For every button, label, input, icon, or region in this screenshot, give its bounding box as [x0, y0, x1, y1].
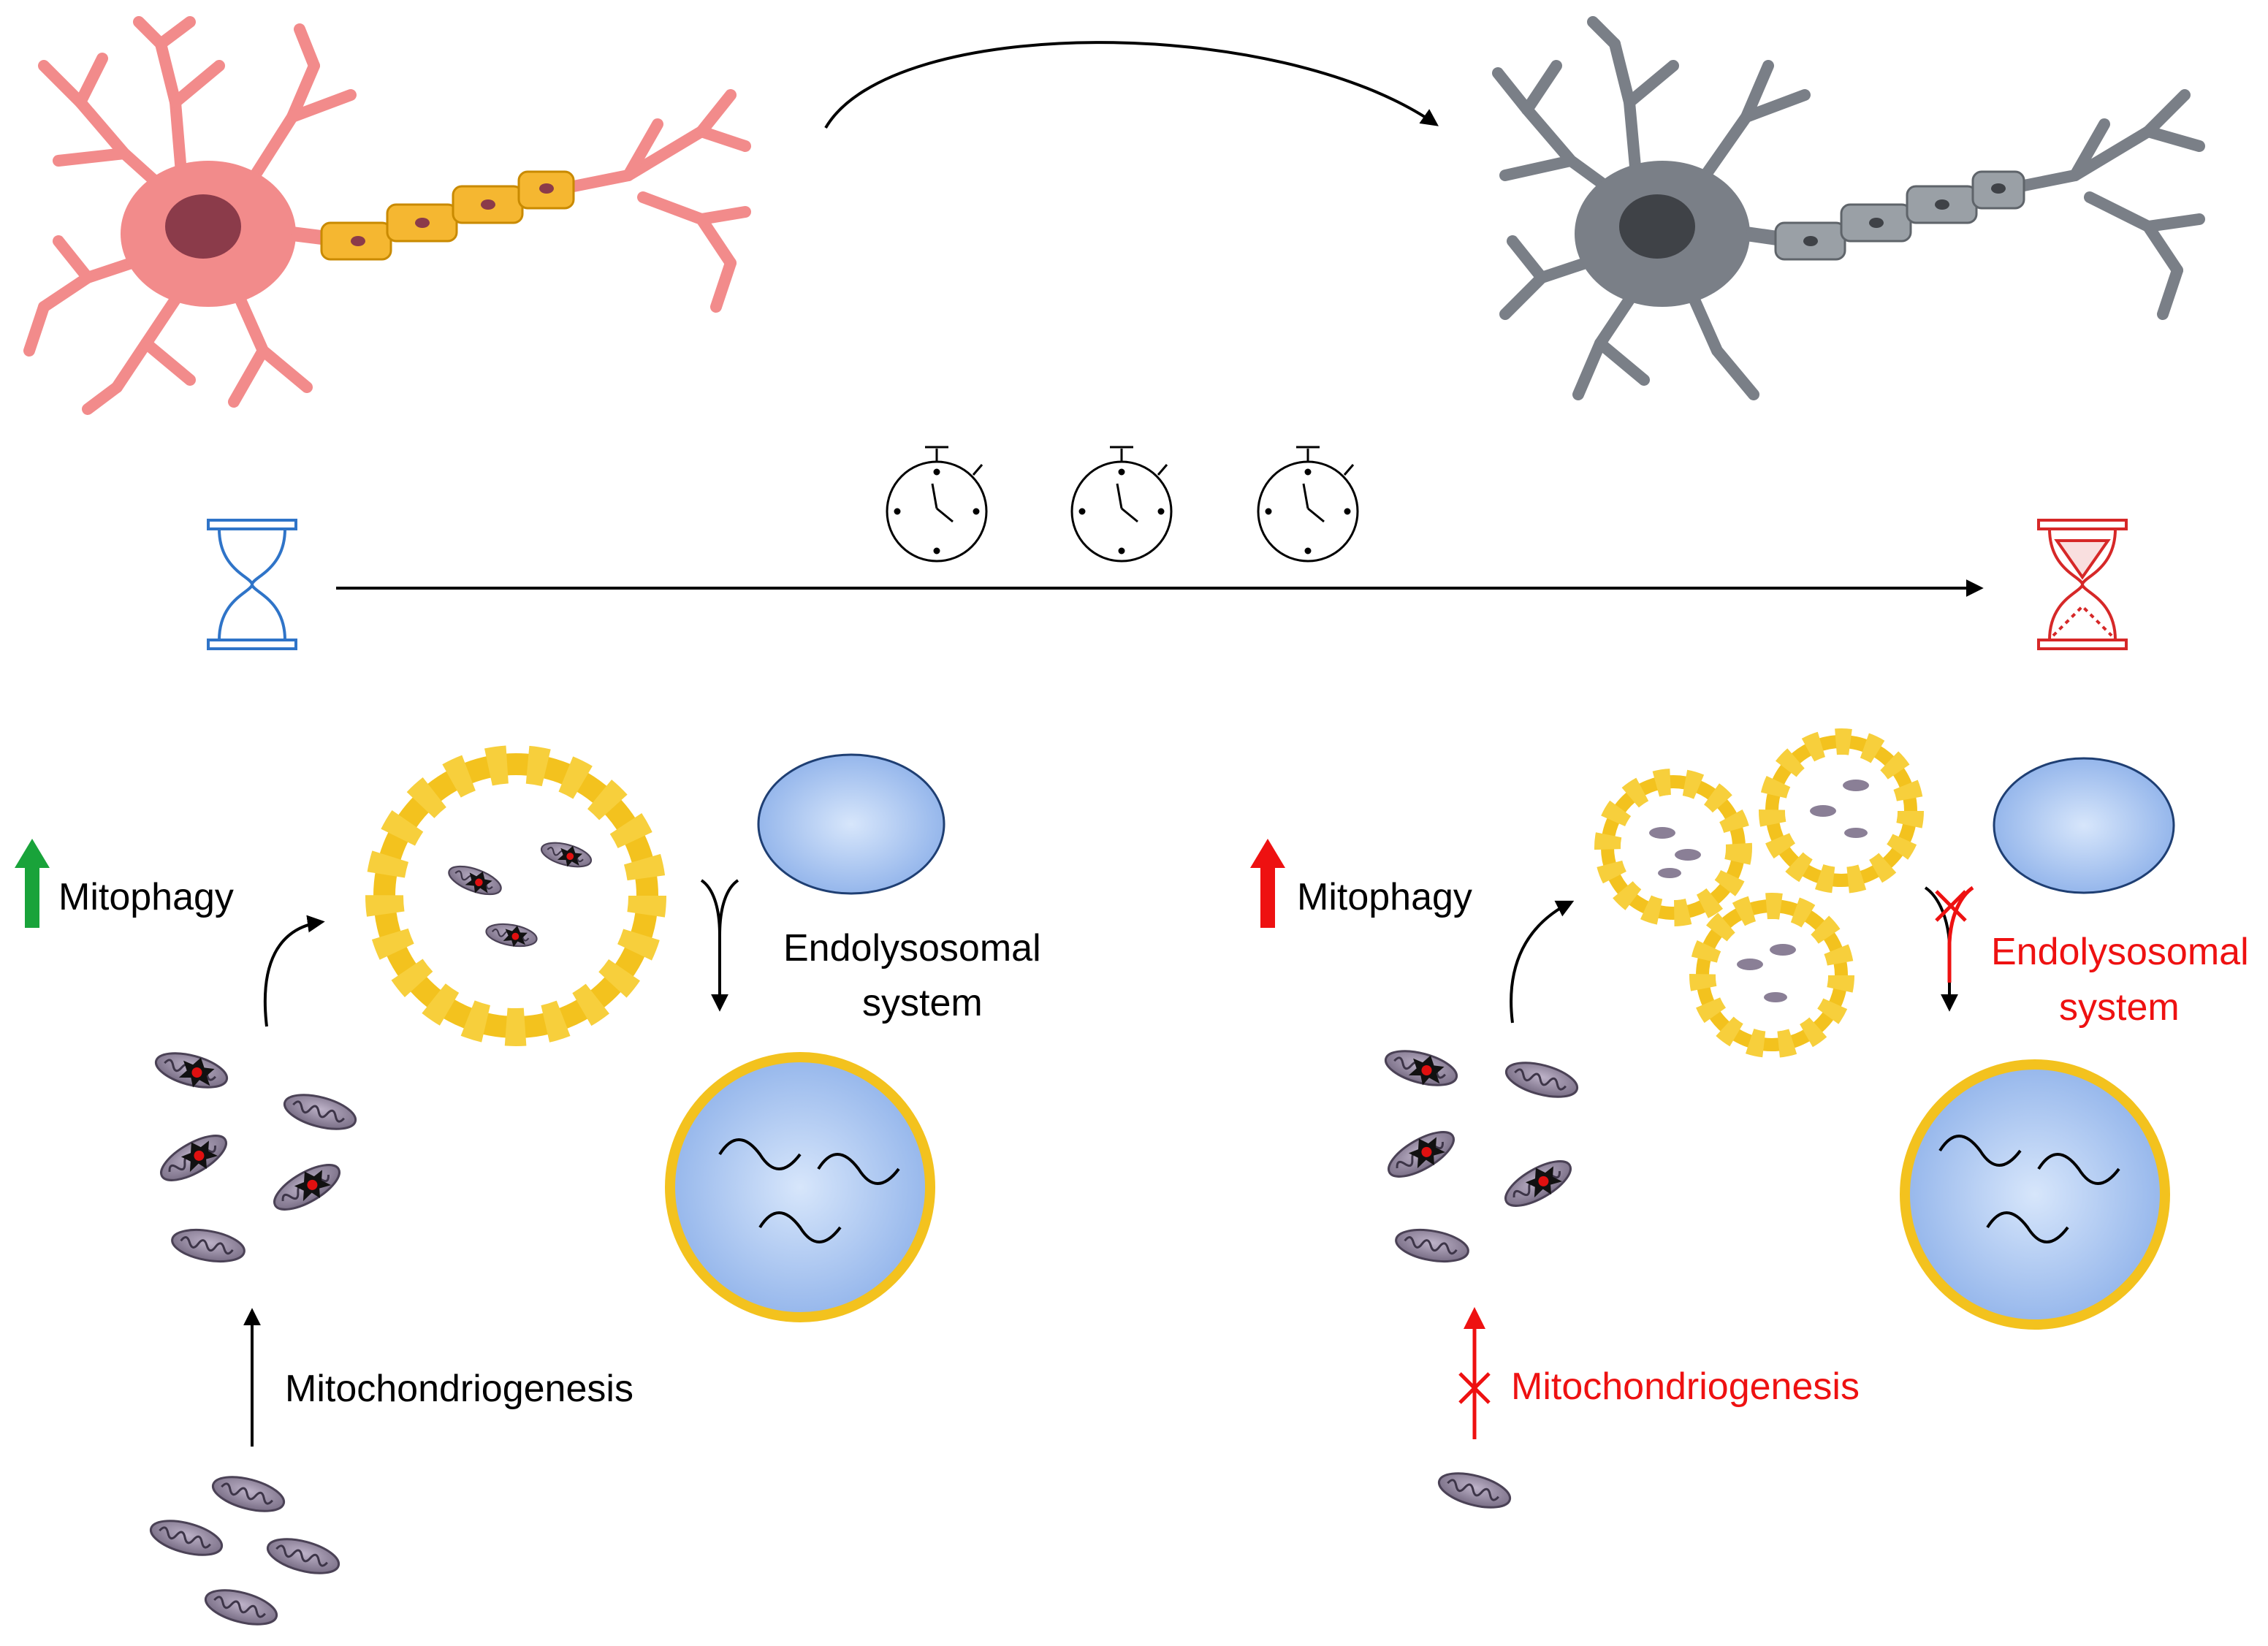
- mitophagy-flow-arrow: [263, 915, 325, 1027]
- aging-transition-arrow: [824, 41, 1439, 129]
- mitophagy-flow-arrow: [1510, 900, 1575, 1024]
- right-panel: Mitophagy: [1250, 728, 2249, 1515]
- damaged-mitochondrion-icon: [268, 1157, 347, 1219]
- lysosome-icon: [665, 1052, 935, 1322]
- stopwatch-icon: [1070, 446, 1173, 563]
- damaged-mitochondrion-icon: [1382, 1124, 1461, 1186]
- lysosome-icon: [1900, 1059, 2170, 1330]
- endolysosomal-label-line2: system: [862, 982, 983, 1024]
- mitochondriogenesis-label: Mitochondriogenesis: [285, 1368, 633, 1410]
- mitochondrion-icon: [146, 1513, 227, 1563]
- endolysosomal-arrow: [700, 879, 728, 1012]
- aged-hourglass-icon: [2037, 519, 2128, 650]
- mitochondriogenesis-label: Mitochondriogenesis: [1511, 1365, 1860, 1408]
- upregulated-arrow-icon: [15, 839, 50, 928]
- endosome-icon: [1993, 757, 2175, 894]
- young-hourglass-icon: [207, 519, 297, 650]
- blocked-x-icon: [1458, 1372, 1491, 1404]
- blocked-x-icon: [1935, 890, 1967, 922]
- young-neuron-icon: [23, 16, 751, 415]
- mitochondrion-icon: [168, 1224, 248, 1268]
- mitochondrion-icon: [201, 1582, 281, 1632]
- autophagosome-icon: [365, 745, 666, 1046]
- mitochondrion-icon: [1434, 1466, 1515, 1515]
- mitophagy-label: Mitophagy: [58, 876, 234, 918]
- mitochondrion-icon: [208, 1469, 289, 1519]
- mitochondrion-icon: [1502, 1055, 1582, 1105]
- left-panel: Mitophagy Endolysosomal system: [15, 745, 1041, 1632]
- mitochondrion-icon: [1392, 1224, 1472, 1268]
- damaged-mitochondrion-icon: [155, 1127, 234, 1190]
- damaged-mitochondrion-icon: [1499, 1153, 1578, 1216]
- endolysosomal-label-line1: Endolysosomal: [783, 927, 1041, 969]
- endolysosomal-label-line1: Endolysosomal: [1991, 931, 2249, 973]
- damaged-mitochondrion-icon: [152, 1047, 230, 1095]
- endosome-icon: [757, 753, 945, 895]
- mitochondrion-icon: [280, 1087, 360, 1137]
- mitochondrion-icon: [263, 1531, 343, 1581]
- damaged-mitochondrion-icon: [1382, 1045, 1460, 1093]
- stopwatch-icon: [1257, 446, 1359, 563]
- autophagosome-cluster-icon: [1594, 728, 1924, 1058]
- aged-neuron-icon: [1492, 16, 2205, 400]
- stopwatch-icon: [886, 446, 988, 563]
- impaired-endolysosomal-arrow: [1924, 886, 1958, 1012]
- impaired-upregulation-arrow-icon: [1250, 839, 1285, 928]
- mitophagy-label: Mitophagy: [1297, 876, 1472, 918]
- endolysosomal-label-line2: system: [2059, 986, 2180, 1029]
